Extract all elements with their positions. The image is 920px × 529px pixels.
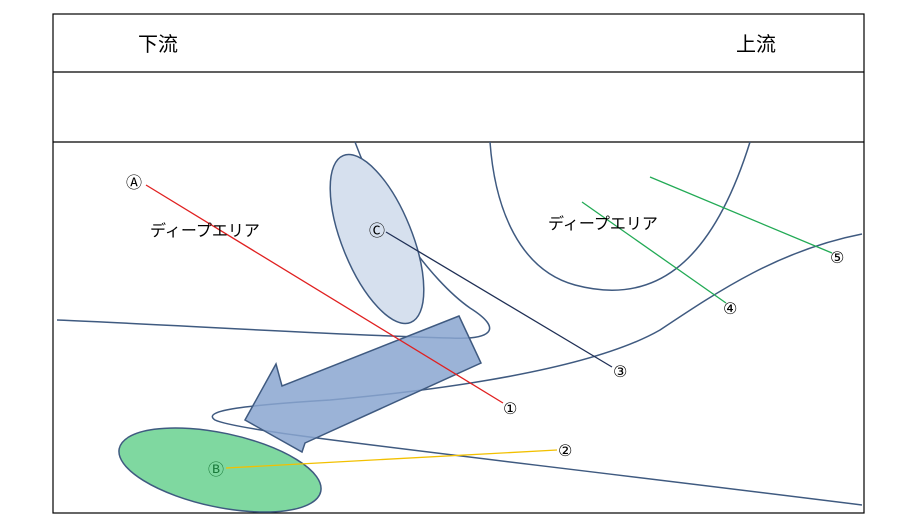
line-c-3 xyxy=(385,231,613,368)
marker-a: Ⓐ xyxy=(126,173,142,192)
marker-5: ⑤ xyxy=(830,248,844,267)
marker-1: ① xyxy=(503,399,517,418)
flow-arrow xyxy=(243,315,483,454)
ellipse-c xyxy=(329,153,425,325)
ellipse-b xyxy=(118,427,322,513)
line-5 xyxy=(649,176,833,254)
flow-line-right-deep xyxy=(489,141,751,291)
deep-area-label-left: ディープエリア xyxy=(150,221,260,240)
deep-area-label-right: ディープエリア xyxy=(548,214,658,233)
downstream-label: 下流 xyxy=(138,32,178,56)
marker-3: ③ xyxy=(613,362,627,381)
marker-c: Ⓒ xyxy=(369,221,385,240)
marker-2: ② xyxy=(558,441,572,460)
marker-4: ④ xyxy=(723,299,737,318)
line-4 xyxy=(581,201,727,304)
upstream-label: 上流 xyxy=(736,32,776,56)
line-a-1 xyxy=(145,184,504,404)
line-b-2 xyxy=(225,449,558,469)
marker-b: Ⓑ xyxy=(208,460,224,479)
